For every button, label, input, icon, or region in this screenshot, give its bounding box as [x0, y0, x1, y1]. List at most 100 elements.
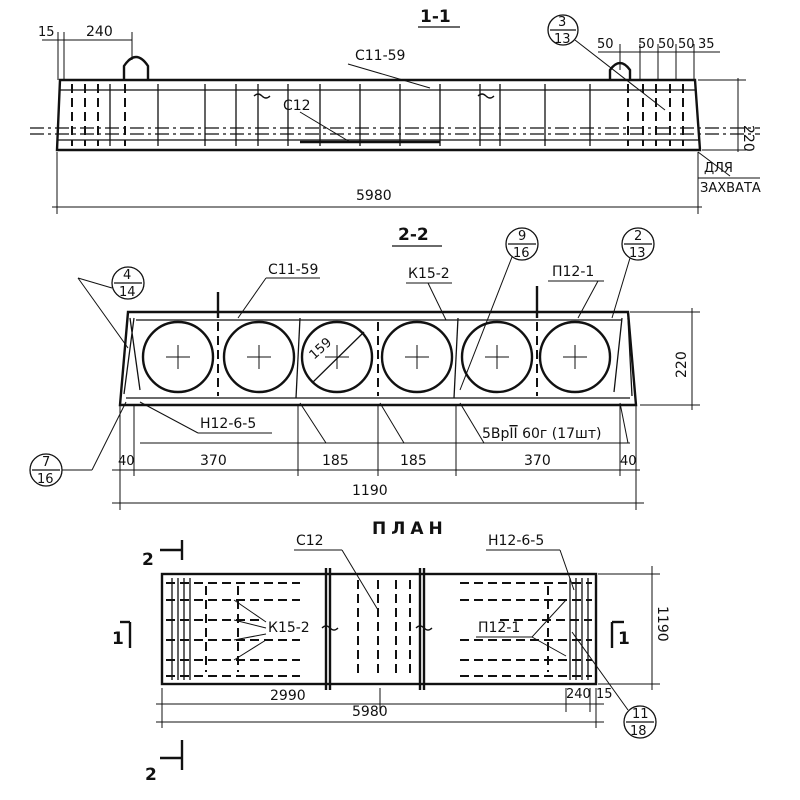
- dim-2990: 2990: [270, 688, 306, 704]
- dim-370-right: 370: [524, 453, 551, 469]
- svg-text:1: 1: [618, 629, 630, 649]
- svg-text:2: 2: [142, 550, 154, 570]
- p12-label: П12-1: [552, 264, 594, 280]
- svg-text:1: 1: [112, 629, 124, 649]
- c11-label: С11-59: [268, 262, 318, 278]
- svg-text:4: 4: [123, 268, 131, 283]
- bar-leader-4: [619, 402, 629, 444]
- ref-callout-11-18: 11 18: [571, 631, 657, 739]
- dim-35: 35: [698, 37, 715, 52]
- dim-5980-plan: 5980: [352, 704, 388, 720]
- dim-5980-section-1: 5980: [356, 188, 392, 204]
- n12-label: Н12-6-5: [488, 533, 544, 549]
- dim-40-right: 40: [620, 454, 637, 469]
- n12-leader: [559, 549, 575, 591]
- c11-label: С11-59: [355, 48, 405, 64]
- void-circles: [141, 320, 612, 394]
- dim-220-section-2: 220: [674, 351, 690, 378]
- ref-callout-2-13: 2 13: [611, 227, 655, 319]
- note-line1: ДЛЯ: [704, 161, 733, 176]
- ref-callout-4-14: 4 14: [77, 266, 145, 349]
- diameter-159-line: [311, 331, 365, 384]
- svg-text:18: 18: [630, 724, 647, 739]
- k15-leader-2: [233, 619, 267, 629]
- p12-leader: [577, 280, 599, 319]
- dim-1190-section-2: 1190: [352, 483, 388, 499]
- stirrups-middle: [257, 84, 546, 146]
- side-frame-left: [123, 317, 141, 395]
- dim-370-left: 370: [200, 453, 227, 469]
- svg-text:2: 2: [145, 765, 157, 785]
- bar-leader-2: [379, 402, 405, 444]
- dim-40-left: 40: [118, 454, 135, 469]
- dim-240-plan: 240: [566, 687, 591, 702]
- dim-185-right: 185: [400, 453, 427, 469]
- lifting-loop-left: [122, 55, 150, 80]
- ref-callout-3-13: 3 13: [547, 14, 666, 111]
- cut-marker-1-left: 1: [112, 620, 132, 649]
- break-mark-left: [253, 93, 271, 99]
- c12-mesh-middle: [321, 568, 433, 690]
- frame-k15-left: [295, 317, 301, 399]
- n12-leader: [139, 401, 199, 434]
- k15-leader-4: [233, 639, 267, 661]
- section-2-2-title: 2-2: [398, 225, 429, 245]
- c12-leader: [299, 111, 351, 143]
- note-line2: ЗАХВАТА: [700, 181, 761, 196]
- dim-220-section-1: 220: [740, 125, 756, 152]
- ref-callout-9-16: 9 16: [459, 227, 539, 391]
- svg-text:13: 13: [554, 32, 571, 47]
- section-1-1: 1-1: [30, 7, 761, 214]
- bar-leader-1: [299, 402, 327, 444]
- c11-leader: [347, 63, 431, 89]
- svg-text:16: 16: [37, 472, 54, 487]
- p12-leader-1: [531, 599, 567, 638]
- stirrups-right: [589, 84, 684, 146]
- dim-15: 15: [38, 25, 55, 40]
- plan-outline: [160, 572, 598, 686]
- svg-text:3: 3: [558, 15, 566, 30]
- svg-text:9: 9: [518, 229, 526, 244]
- cut-marker-1-right: 1: [610, 620, 630, 649]
- p12-label: П12-1: [478, 620, 520, 636]
- dim-185-left: 185: [322, 453, 349, 469]
- side-frame-right: [613, 317, 633, 397]
- svg-text:2: 2: [634, 229, 642, 244]
- k15-leader: [427, 282, 447, 321]
- c11-leader: [237, 277, 267, 319]
- bar-label: 5ВрII 60г (17шт): [482, 426, 601, 442]
- slab-side-outline: [55, 78, 702, 152]
- cut-marker-2-bottom: 2: [145, 740, 184, 785]
- k15-label: К15-2: [408, 266, 450, 282]
- dim-50-c: 50: [658, 37, 675, 52]
- dim-50-a: 50: [597, 37, 614, 52]
- stirrups-left: [71, 84, 237, 146]
- plan-view: ПЛАН 2 2 1 1: [112, 519, 670, 785]
- section-2-2: 2-2 159: [29, 225, 700, 510]
- p12-leader-2: [531, 636, 567, 657]
- dim-240: 240: [86, 24, 113, 40]
- dim-159: 159: [307, 335, 335, 363]
- svg-text:7: 7: [42, 455, 50, 470]
- note-leader: [697, 151, 731, 177]
- dim-50-b: 50: [638, 37, 655, 52]
- cut-marker-2-top: 2: [142, 540, 184, 570]
- section-1-1-title: 1-1: [420, 7, 451, 27]
- end-mesh-right: [460, 578, 592, 680]
- svg-text:13: 13: [629, 246, 646, 261]
- dim-15-plan: 15: [596, 687, 613, 702]
- svg-text:11: 11: [632, 707, 649, 722]
- c12-label: С12: [283, 98, 311, 114]
- bar-leader-3: [459, 402, 485, 444]
- dim-50-d: 50: [678, 37, 695, 52]
- frame-k15-right: [453, 317, 459, 399]
- plan-title: ПЛАН: [372, 519, 448, 539]
- k15-label: К15-2: [268, 620, 310, 636]
- n12-label: Н12-6-5: [200, 416, 256, 432]
- c12-leader: [341, 549, 379, 611]
- k15-leader-1: [233, 599, 267, 623]
- dim-1190-plan: 1190: [654, 606, 670, 642]
- break-mark-right: [477, 93, 495, 99]
- svg-text:16: 16: [513, 246, 530, 261]
